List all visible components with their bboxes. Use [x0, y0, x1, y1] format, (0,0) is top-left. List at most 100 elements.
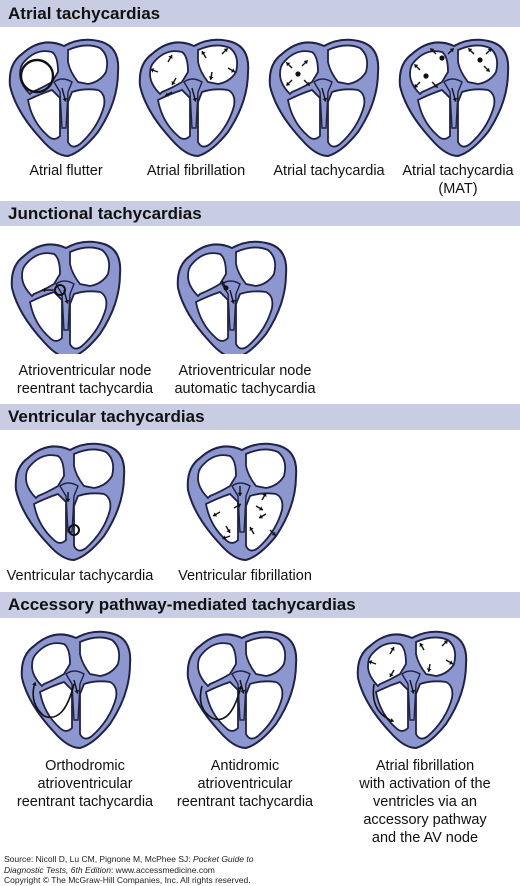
right-ventricle	[156, 88, 191, 140]
arrow-head	[171, 80, 176, 85]
heart-ventricular-tachycardia	[14, 442, 126, 562]
arrow-icon	[419, 642, 425, 651]
arrow-head	[240, 689, 246, 694]
right-ventricle	[38, 680, 73, 732]
arrow-head	[42, 287, 46, 293]
caption-line: atrioventricular	[37, 776, 133, 792]
arrow-icon	[229, 289, 236, 304]
heart-af-accessory	[356, 630, 468, 750]
arrow-head	[226, 528, 231, 533]
av-node-bundle	[231, 482, 251, 533]
right-ventricle	[416, 88, 451, 140]
caption-avn-automatic: Atrioventricular node automatic tachycar…	[170, 362, 320, 398]
left-atrium	[79, 636, 121, 677]
arrow-icon	[426, 663, 432, 673]
arrow-head	[249, 527, 254, 532]
left-ventricle	[197, 88, 236, 148]
arrow-icon	[63, 289, 70, 304]
arrow-head	[223, 48, 228, 53]
caption-atrial-tachycardia-mat: Atrial tachycardia (MAT)	[396, 162, 520, 198]
right-ventricle	[204, 492, 239, 544]
left-atrium	[245, 448, 287, 489]
reentry-loop	[68, 524, 80, 536]
av-node-bundle	[53, 78, 73, 129]
caption-mat-line2: (MAT)	[438, 181, 478, 197]
arrow-head	[433, 83, 438, 88]
arrow-icon	[221, 47, 229, 55]
arrow-icon	[255, 505, 264, 511]
left-atrium	[327, 44, 369, 85]
left-ventricle	[235, 290, 274, 350]
heart-diagram-icon	[14, 442, 126, 562]
caption-atrial-flutter: Atrial flutter	[29, 163, 103, 179]
right-atrium	[187, 252, 227, 298]
arrow-icon	[285, 79, 293, 87]
arrow-icon	[164, 91, 173, 97]
left-atrium	[69, 246, 111, 287]
right-ventricle	[32, 492, 67, 544]
left-atrium	[67, 44, 109, 85]
arrow-head	[65, 498, 71, 502]
arrow-icon	[237, 685, 243, 691]
arrow-icon	[467, 47, 475, 55]
arrow-head	[237, 686, 243, 690]
heart-orthodromic-avrt	[20, 630, 132, 750]
arrow-icon	[191, 87, 198, 102]
arrow-icon	[269, 529, 277, 537]
arrow-icon	[441, 639, 449, 647]
caption-antidromic: Antidromic atrioventricular reentrant ta…	[170, 757, 320, 811]
arrow-icon	[61, 87, 68, 102]
arrow-icon	[321, 87, 328, 102]
left-atrium	[457, 44, 499, 85]
caption-line: reentrant tachycardia	[16, 794, 154, 810]
arrow-head	[448, 660, 453, 665]
left-ventricle	[67, 88, 106, 148]
section-header-junctional: Junctional tachycardias	[0, 201, 520, 226]
section-header-ventricular: Ventricular tachycardias	[0, 404, 520, 430]
caption-line: reentrant tachycardia	[16, 381, 154, 397]
caption-line: with activation of the	[359, 776, 491, 792]
caption-avn-reentrant: Atrioventricular node reentrant tachycar…	[0, 362, 170, 398]
arrow-icon	[483, 65, 491, 73]
focus-dot	[477, 57, 483, 63]
arrow-head	[32, 682, 37, 687]
arrow-head	[271, 531, 276, 536]
caption-ventricular-fibrillation: Ventricular fibrillation	[178, 568, 312, 584]
arrow-head	[192, 97, 198, 102]
arrow-icon	[261, 492, 267, 501]
right-ventricle	[26, 88, 61, 140]
arrow-icon	[237, 486, 243, 496]
arrow-icon	[451, 87, 458, 102]
right-atrium	[367, 642, 407, 688]
arrow-icon	[368, 660, 377, 665]
arrow-icon	[212, 511, 221, 517]
arrow-head	[449, 48, 454, 53]
arrow-head	[322, 97, 328, 102]
arrow-head	[213, 512, 218, 517]
book-title-line1: Pocket Guide to	[192, 854, 254, 864]
caption-atrial-fibrillation: Atrial fibrillation	[146, 163, 246, 179]
av-node-bundle	[65, 670, 85, 721]
arrow-head	[414, 64, 419, 69]
heart-atrial-flutter	[8, 38, 120, 158]
caption-line: Antidromic	[210, 758, 280, 774]
source-prefix: Source: Nicoll D, Lu CM, Pignone M, McPh…	[4, 854, 193, 864]
arrow-head	[414, 83, 419, 88]
right-ventricle	[286, 88, 321, 140]
caption-orthodromic: Orthodromic atrioventricular reentrant t…	[0, 757, 170, 811]
arrow-head	[230, 299, 236, 304]
arrow-head	[208, 76, 214, 80]
arrow-icon	[73, 679, 80, 694]
arrow-head	[452, 97, 458, 102]
arrow-icon	[239, 679, 246, 694]
arrow-icon	[485, 47, 493, 55]
right-ventricle	[194, 290, 229, 342]
arrow-head	[389, 718, 394, 723]
copyright: Copyright © The McGraw-Hill Companies, I…	[4, 875, 251, 885]
arrow-icon	[167, 54, 173, 63]
arrow-icon	[389, 718, 394, 723]
arrow-head	[390, 647, 395, 652]
left-ventricle	[415, 680, 454, 740]
caption-line: ventricles via an	[373, 794, 477, 810]
arrow-icon	[171, 77, 177, 86]
